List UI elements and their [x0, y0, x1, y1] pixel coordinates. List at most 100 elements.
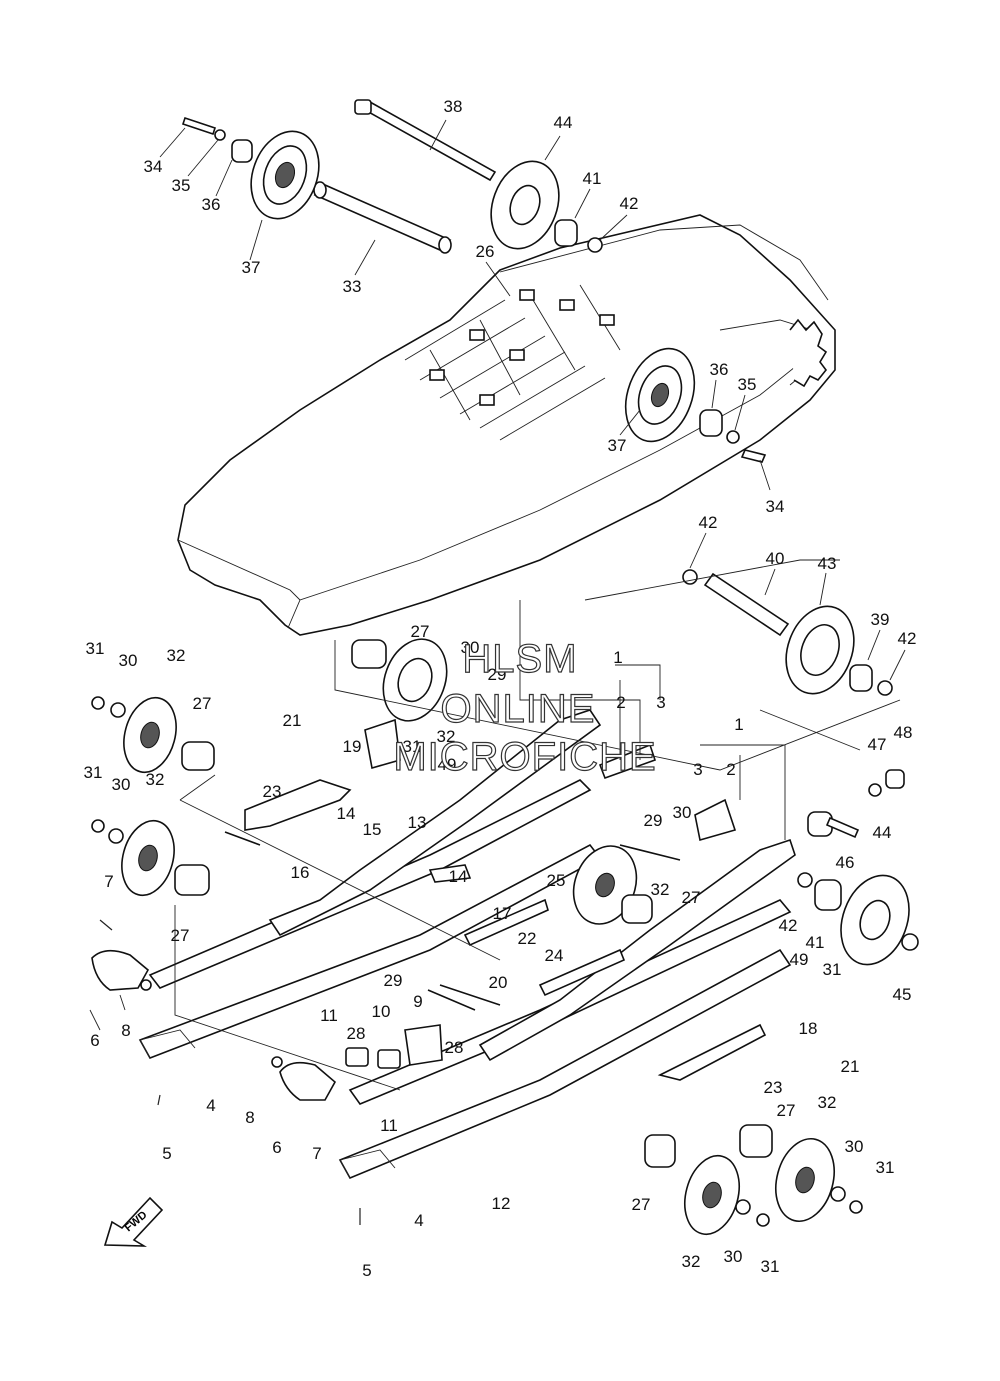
callout-42: 42 — [620, 194, 639, 213]
rear-lower-wheel — [797, 769, 919, 966]
callout-27: 27 — [193, 694, 212, 713]
watermark: HLSM ONLINE MICROFICHE — [393, 636, 657, 779]
callout-34: 34 — [766, 497, 785, 516]
callout-30: 30 — [112, 775, 131, 794]
slide-rails — [138, 709, 796, 1180]
callout-10: 10 — [372, 1002, 391, 1021]
callout-30: 30 — [845, 1137, 864, 1156]
callout-16: 16 — [291, 863, 310, 882]
callout-19: 19 — [343, 737, 362, 756]
callout-31: 31 — [823, 960, 842, 979]
callout-6: 6 — [90, 1031, 99, 1050]
callout-43: 43 — [818, 554, 837, 573]
rear-idler-assembly — [682, 569, 893, 696]
callout-8: 8 — [245, 1108, 254, 1127]
callout-48: 48 — [894, 723, 913, 742]
callout-37: 37 — [242, 258, 261, 277]
callout-3: 3 — [693, 760, 702, 779]
callout-7: 7 — [312, 1144, 321, 1163]
watermark-line-1: HLSM — [462, 637, 577, 681]
callout-27: 27 — [777, 1101, 796, 1120]
callout-28: 28 — [347, 1024, 366, 1043]
callout-41: 41 — [583, 169, 602, 188]
callout-27: 27 — [171, 926, 190, 945]
callout-31: 31 — [876, 1158, 895, 1177]
callout-44: 44 — [873, 823, 892, 842]
callout-32: 32 — [167, 646, 186, 665]
callout-32: 32 — [651, 880, 670, 899]
callout-38: 38 — [444, 97, 463, 116]
callout-17: 17 — [493, 904, 512, 923]
callout-1: 1 — [613, 648, 622, 667]
callout-27: 27 — [682, 888, 701, 907]
callout-4: 4 — [206, 1096, 215, 1115]
callout-30: 30 — [673, 803, 692, 822]
callout-29: 29 — [488, 665, 507, 684]
callout-27: 27 — [632, 1195, 651, 1214]
callout-3: 3 — [656, 693, 665, 712]
callout-2: 2 — [616, 693, 625, 712]
callout-1: 1 — [734, 715, 743, 734]
callout-40: 40 — [766, 549, 785, 568]
callout-24: 24 — [545, 946, 564, 965]
callout-44: 44 — [554, 113, 573, 132]
callout-42: 42 — [699, 513, 718, 532]
callout-27: 27 — [411, 622, 430, 641]
callout-34: 34 — [144, 157, 163, 176]
callout-39: 39 — [871, 610, 890, 629]
callout-37: 37 — [608, 436, 627, 455]
callout-23: 23 — [764, 1078, 783, 1097]
watermark-line-3: MICROFICHE — [393, 735, 656, 779]
callout-32: 32 — [146, 770, 165, 789]
center-wheel — [351, 638, 448, 722]
callout-23: 23 — [263, 782, 282, 801]
callout-14: 14 — [449, 867, 468, 886]
callout-32: 32 — [682, 1252, 701, 1271]
callout-20: 20 — [489, 973, 508, 992]
callout-15: 15 — [363, 820, 382, 839]
callout-31: 31 — [761, 1257, 780, 1276]
upper-idler-assembly — [181, 99, 767, 463]
callout-30: 30 — [119, 651, 138, 670]
callout-35: 35 — [738, 375, 757, 394]
callout-5: 5 — [162, 1144, 171, 1163]
callout-32: 32 — [437, 727, 456, 746]
callout-7: 7 — [104, 872, 113, 891]
callout-21: 21 — [841, 1057, 860, 1076]
callout-4: 4 — [414, 1211, 423, 1230]
callout-36: 36 — [710, 360, 729, 379]
callout-42: 42 — [779, 916, 798, 935]
callout-49: 49 — [438, 755, 457, 774]
callout-31: 31 — [403, 737, 422, 756]
small-parts — [91, 718, 767, 1225]
bottom-wheels — [644, 1124, 863, 1236]
callout-45: 45 — [893, 985, 912, 1004]
watermark-line-2: ONLINE — [441, 687, 596, 731]
callout-36: 36 — [202, 195, 221, 214]
callout-32: 32 — [818, 1093, 837, 1112]
callout-47: 47 — [868, 735, 887, 754]
callout-26: 26 — [476, 242, 495, 261]
callout-11: 11 — [320, 1006, 338, 1025]
callout-12: 12 — [492, 1194, 511, 1213]
mid-wheels — [572, 845, 653, 925]
callout-28: 28 — [445, 1038, 464, 1057]
callout-49: 49 — [790, 950, 809, 969]
callout-33: 33 — [343, 277, 362, 296]
callout-46: 46 — [836, 853, 855, 872]
callout-18: 18 — [799, 1019, 818, 1038]
callout-6: 6 — [272, 1138, 281, 1157]
callout-25: 25 — [547, 871, 566, 890]
callout-11: 11 — [380, 1116, 398, 1135]
callout-29: 29 — [384, 971, 403, 990]
callout-35: 35 — [172, 176, 191, 195]
callout-30: 30 — [724, 1247, 743, 1266]
track-belt — [177, 214, 836, 636]
track-lugs — [404, 284, 621, 441]
callout-22: 22 — [518, 929, 537, 948]
callout-2: 2 — [726, 760, 735, 779]
callout-31: 31 — [84, 763, 103, 782]
callout-31: 31 — [86, 639, 105, 658]
